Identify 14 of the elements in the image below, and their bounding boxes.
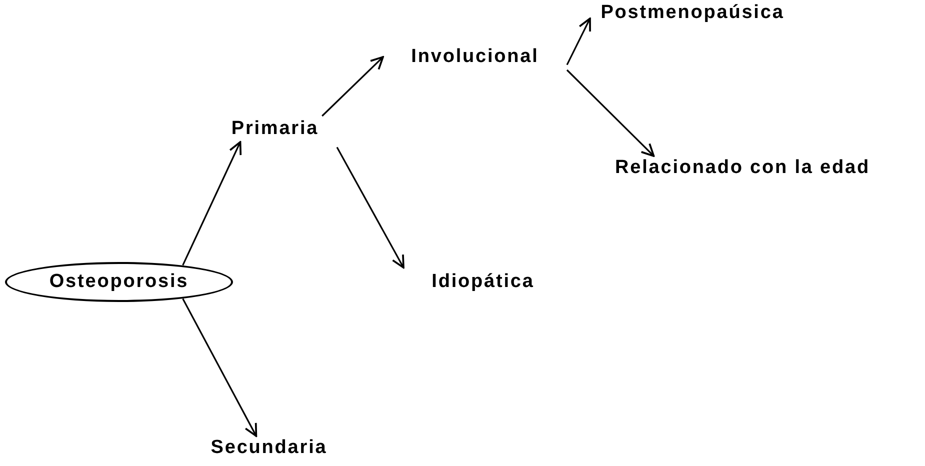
arrow <box>336 146 404 269</box>
node-label: Postmenopaúsica <box>600 2 784 24</box>
arrow <box>182 298 258 437</box>
ellipse-node <box>5 262 233 302</box>
node-label: Osteoporosis <box>49 271 189 293</box>
node-label: Idiopática <box>432 271 534 293</box>
node-label: Involucional <box>411 46 539 68</box>
node-label: Primaria <box>231 118 319 140</box>
arrow <box>566 18 591 66</box>
arrow <box>182 141 242 266</box>
arrow <box>566 69 655 157</box>
node-label: Relacionado con la edad <box>615 157 870 179</box>
node-label: Secundaria <box>210 437 328 459</box>
arrow <box>322 56 384 117</box>
